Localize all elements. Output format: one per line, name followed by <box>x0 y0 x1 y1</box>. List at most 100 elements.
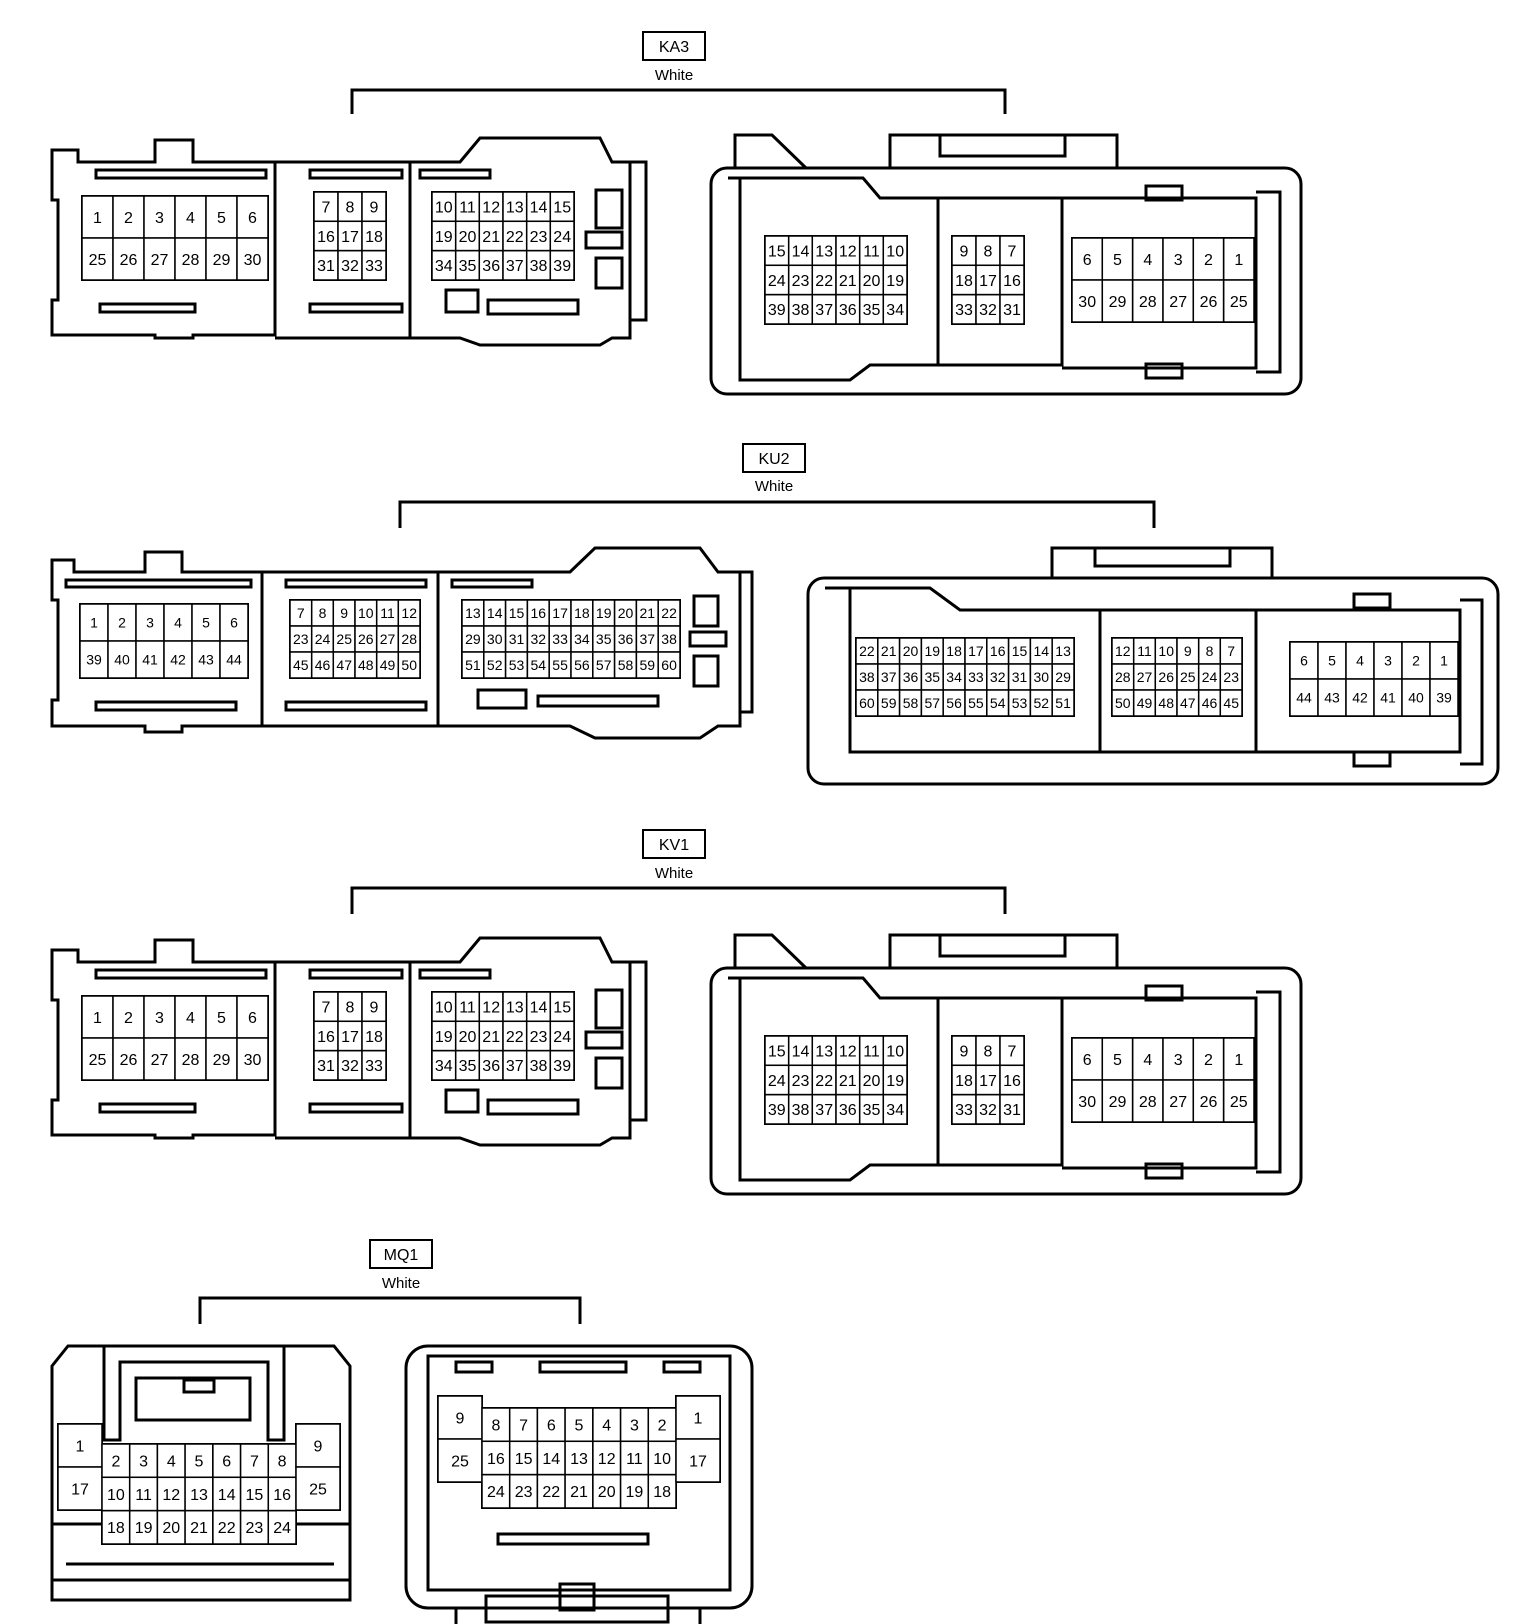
pin-number: 49 <box>380 657 396 673</box>
female-side-housing <box>806 546 1500 786</box>
pin-number: 23 <box>792 273 810 290</box>
pin-number: 10 <box>435 999 453 1016</box>
pin-number: 43 <box>1324 690 1340 706</box>
pin-number: 6 <box>1083 252 1092 269</box>
pin-cell <box>1429 641 1459 680</box>
connector-id-box <box>642 829 706 859</box>
male-side-housing <box>50 936 648 1147</box>
female-side-housing <box>404 1344 754 1624</box>
pin-cell <box>174 1037 207 1081</box>
pin-number: 3 <box>1174 1052 1183 1069</box>
pin-number: 47 <box>1180 695 1196 711</box>
pin-number: 37 <box>506 258 524 275</box>
pin-cell <box>1219 689 1243 717</box>
pin-number: 17 <box>71 1481 89 1498</box>
pin-number: 12 <box>162 1487 180 1504</box>
bracket <box>198 1296 582 1324</box>
pin-number: 1 <box>694 1410 703 1427</box>
pin-cell <box>647 1473 677 1509</box>
pin-number: 38 <box>792 302 810 319</box>
pin-number: 12 <box>839 243 857 260</box>
pin-cell <box>1071 1079 1104 1123</box>
pin-number: 37 <box>815 302 833 319</box>
pin-cell <box>1051 689 1075 717</box>
female-side-housing <box>709 933 1303 1196</box>
pin-number: 7 <box>250 1453 259 1470</box>
pin-cell <box>437 1395 483 1440</box>
pin-number: 6 <box>248 210 257 227</box>
pin-number: 24 <box>273 1520 291 1537</box>
pin-number: 2 <box>118 615 126 631</box>
pin-number: 1 <box>93 210 102 227</box>
pin-cell <box>882 1093 908 1125</box>
pin-number: 43 <box>198 652 214 668</box>
pin-number: 35 <box>459 258 477 275</box>
pin-number: 35 <box>863 1102 881 1119</box>
pin-number: 7 <box>1008 1043 1017 1060</box>
pin-number: 2 <box>1412 653 1420 669</box>
pin-number: 15 <box>553 999 571 1016</box>
pin-number: 40 <box>1408 690 1424 706</box>
pin-number: 9 <box>340 605 348 621</box>
pin-number: 34 <box>886 1102 904 1119</box>
pin-cell <box>184 1509 214 1545</box>
pin-number: 14 <box>792 243 810 260</box>
pin-number: 41 <box>1380 690 1396 706</box>
pin-number: 29 <box>213 1052 231 1069</box>
pin-number: 22 <box>661 605 677 621</box>
pin-number: 37 <box>640 631 656 647</box>
pin-number: 9 <box>314 1438 323 1455</box>
pin-cell <box>135 640 165 679</box>
pin-number: 21 <box>570 1484 588 1501</box>
pin-number: 1 <box>1440 653 1448 669</box>
pin-number: 28 <box>1139 1094 1157 1111</box>
pin-number: 8 <box>346 999 355 1016</box>
pin-number: 18 <box>653 1484 671 1501</box>
pin-cell <box>236 995 269 1039</box>
pin-number: 13 <box>506 999 524 1016</box>
pin-number: 1 <box>1234 1052 1243 1069</box>
connector-id: KU2 <box>758 451 789 468</box>
pin-number: 1 <box>93 1010 102 1027</box>
pin-number: 19 <box>435 1029 453 1046</box>
pin-number: 17 <box>689 1453 707 1470</box>
pin-cell <box>191 640 221 679</box>
pin-number: 27 <box>151 252 169 269</box>
connector-color: White <box>655 865 693 882</box>
pin-cell <box>184 1443 214 1479</box>
pin-number: 20 <box>459 1029 477 1046</box>
pin-number: 28 <box>401 631 417 647</box>
pin-number: 17 <box>341 229 359 246</box>
pin-number: 15 <box>768 1043 786 1060</box>
pin-number: 29 <box>465 631 481 647</box>
pin-number: 25 <box>309 1481 327 1498</box>
pin-number: 39 <box>768 1102 786 1119</box>
pin-number: 46 <box>315 657 331 673</box>
pin-number: 8 <box>984 243 993 260</box>
pin-number: 32 <box>341 1058 359 1075</box>
pin-number: 27 <box>1137 669 1153 685</box>
pin-number: 10 <box>886 1043 904 1060</box>
pin-number: 17 <box>552 605 568 621</box>
pin-cell <box>975 235 1001 267</box>
pin-number: 18 <box>107 1520 125 1537</box>
pin-number: 45 <box>293 657 309 673</box>
pin-number: 49 <box>1137 695 1153 711</box>
pin-number: 23 <box>1223 669 1239 685</box>
pin-number: 12 <box>839 1043 857 1060</box>
pin-number: 12 <box>482 199 500 216</box>
pin-number: 1 <box>1234 252 1243 269</box>
pin-number: 23 <box>293 631 309 647</box>
pin-number: 24 <box>1202 669 1218 685</box>
pin-number: 6 <box>230 615 238 631</box>
pin-number: 14 <box>542 1451 560 1468</box>
pin-number: 4 <box>167 1453 176 1470</box>
pin-number: 18 <box>955 273 973 290</box>
pin-number: 19 <box>886 1073 904 1090</box>
pin-number: 23 <box>530 1029 548 1046</box>
pin-number: 21 <box>482 229 500 246</box>
pin-number: 48 <box>1158 695 1174 711</box>
pin-number: 24 <box>768 273 786 290</box>
pin-number: 11 <box>626 1451 643 1468</box>
pin-number: 6 <box>1300 653 1308 669</box>
